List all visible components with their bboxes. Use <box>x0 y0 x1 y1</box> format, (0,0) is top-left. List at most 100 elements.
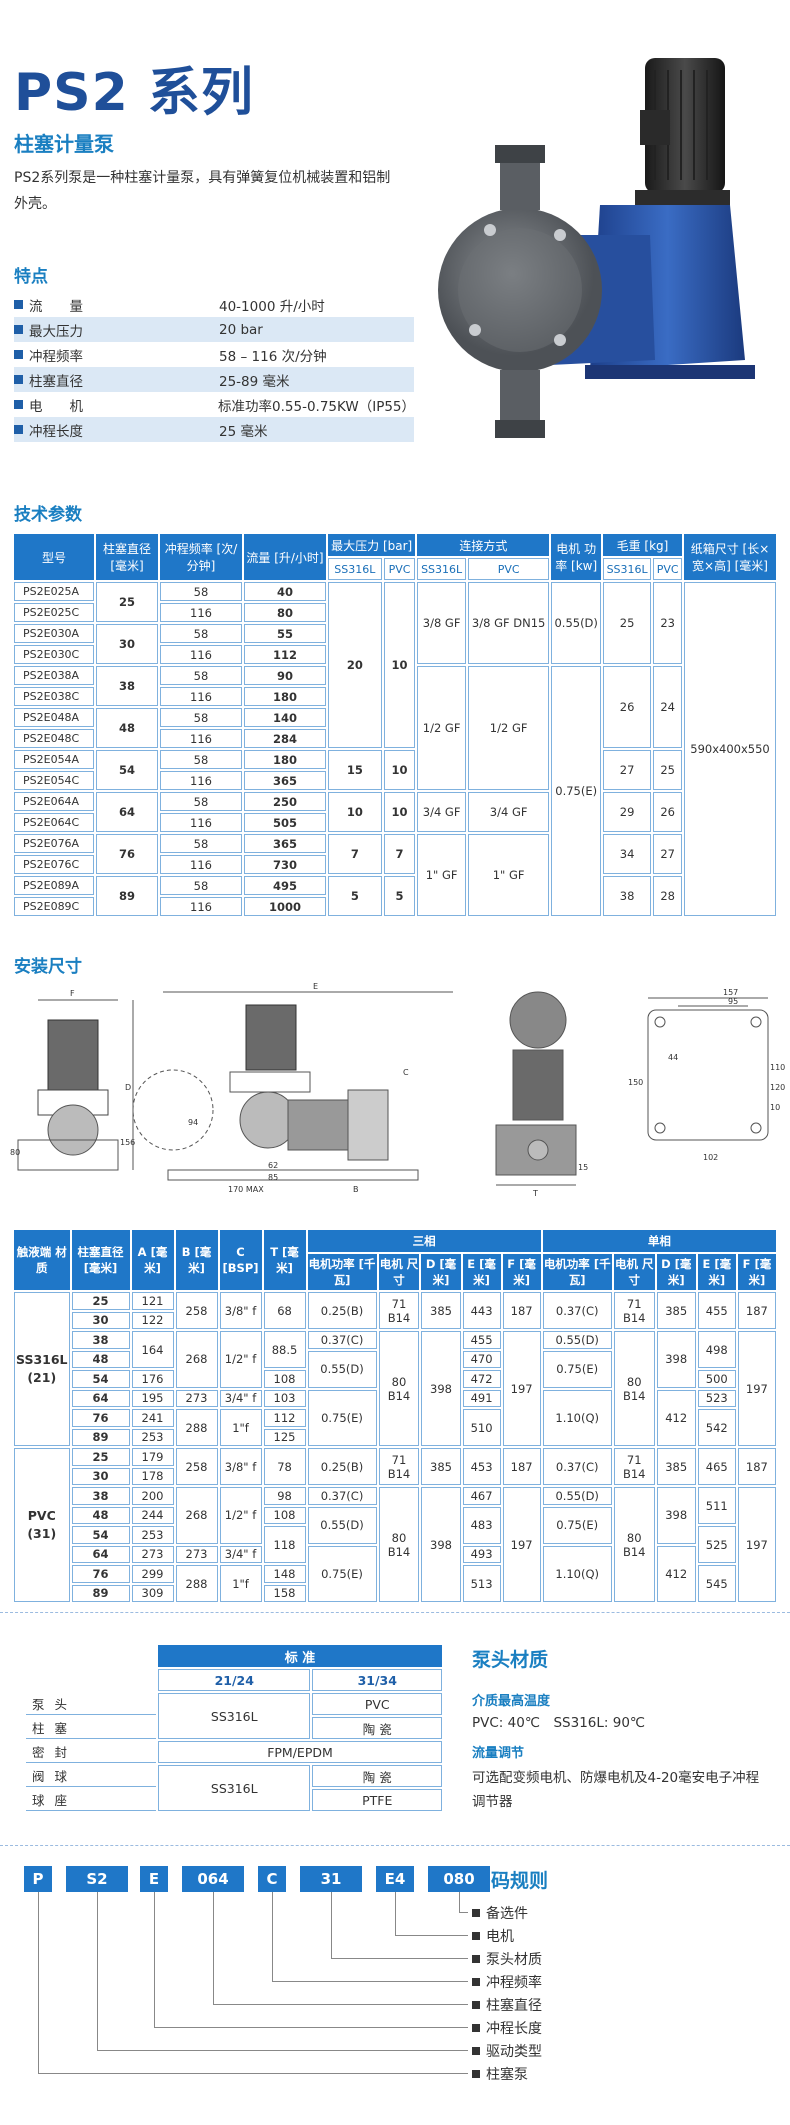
bullet-icon <box>14 400 23 409</box>
mt-c2: 31/34 <box>312 1669 442 1691</box>
bullet-icon <box>472 2070 480 2078</box>
cell: 299 <box>131 1565 174 1583</box>
lbl-110: 110 <box>770 1063 785 1072</box>
cell: 0.25(B) <box>307 1292 377 1329</box>
th-conn-pvc: PVC <box>467 558 550 580</box>
cell: 116 <box>160 813 242 832</box>
bullet-icon <box>14 375 23 384</box>
cell: 253 <box>131 1526 174 1544</box>
cell: 7 <box>328 834 382 874</box>
mt-cell: PVC <box>312 1693 442 1715</box>
cell: 3/4" f <box>219 1545 262 1563</box>
connector-line <box>331 1892 332 1958</box>
cell: 80 B14 <box>613 1331 655 1446</box>
cell: PS2E038A <box>14 666 94 685</box>
cell: 64 <box>71 1545 130 1563</box>
mt-row-label: 密 封 <box>26 1741 156 1763</box>
cell: 253 <box>131 1428 174 1446</box>
cell: 1/2" f <box>219 1331 262 1388</box>
cell: 58 <box>160 666 242 685</box>
cell: 38 <box>602 876 652 916</box>
lbl-B: B <box>353 1185 359 1194</box>
cell: 64 <box>96 792 158 832</box>
cell: 455 <box>697 1292 736 1329</box>
cell: 467 <box>462 1487 501 1505</box>
lbl-max: 170 MAX <box>228 1185 264 1194</box>
cell: 187 <box>737 1292 776 1329</box>
cell: PS2E054A <box>14 750 94 769</box>
cell: 505 <box>244 813 326 832</box>
cell: 25 <box>71 1292 130 1310</box>
cell: 0.55(D) <box>307 1506 377 1544</box>
cell: 48 <box>96 708 158 748</box>
cell: 455 <box>462 1331 501 1349</box>
cell: 29 <box>602 792 652 832</box>
cell: 26 <box>653 792 682 832</box>
cell: 71 B14 <box>613 1448 655 1485</box>
legend-item: 驱动类型 <box>472 2041 542 2061</box>
cell: 58 <box>160 624 242 643</box>
cell: 116 <box>160 897 242 916</box>
cell: 25 <box>96 582 158 622</box>
cell: 179 <box>131 1448 174 1466</box>
cell: 25 <box>602 582 652 664</box>
cell: PS2E064C <box>14 813 94 832</box>
cell: 3/4 GF <box>467 792 550 832</box>
th-pressure-ss: SS316L <box>328 558 382 580</box>
cell: 472 <box>462 1370 501 1388</box>
features-heading: 特点 <box>14 267 48 287</box>
cell: 108 <box>263 1506 306 1524</box>
cell: 98 <box>263 1487 306 1505</box>
cell: 730 <box>244 855 326 874</box>
cell: 187 <box>737 1448 776 1485</box>
cell: 412 <box>656 1545 696 1602</box>
cell: 470 <box>462 1350 501 1368</box>
cell: 40 <box>244 582 326 601</box>
cell: 1.10(Q) <box>542 1389 612 1446</box>
cell: 1/2" f <box>219 1487 262 1544</box>
cell: 250 <box>244 792 326 811</box>
dh-tp: 电机功率 [千瓦] <box>307 1254 377 1290</box>
connector-line <box>154 2027 468 2028</box>
cell: 76 <box>71 1565 130 1583</box>
cell: 76 <box>71 1409 130 1427</box>
cell: 10 <box>383 792 416 832</box>
cell: 5 <box>328 876 382 916</box>
feature-key: 柱塞直径 <box>29 373 83 390</box>
code-box: S2 <box>66 1866 128 1892</box>
th-conn-ss: SS316L <box>417 558 466 580</box>
bullet-icon <box>14 325 23 334</box>
feature-value: 标准功率0.55-0.75KW（IP55） <box>218 398 416 415</box>
cell: 0.25(B) <box>307 1448 377 1485</box>
legend-label: 柱塞直径 <box>486 1998 542 2014</box>
cell: 1000 <box>244 897 326 916</box>
lbl-T: T <box>532 1189 538 1198</box>
cell: 58 <box>160 876 242 895</box>
cell: 1.10(Q) <box>542 1545 612 1602</box>
cell: 465 <box>697 1448 736 1485</box>
cell: 0.75(E) <box>551 666 601 916</box>
cell: 58 <box>160 792 242 811</box>
mt-row-label: 球 座 <box>26 1789 156 1811</box>
cell: 545 <box>697 1565 736 1602</box>
cell: 0.75(E) <box>542 1506 612 1544</box>
cell: 1/2 GF <box>417 666 466 790</box>
cell: 288 <box>175 1565 218 1602</box>
cell: 112 <box>244 645 326 664</box>
bullet-icon <box>14 350 23 359</box>
dh-B: B [毫米] <box>175 1230 218 1290</box>
lbl-157: 157 <box>723 988 738 997</box>
cell: 197 <box>502 1331 541 1446</box>
